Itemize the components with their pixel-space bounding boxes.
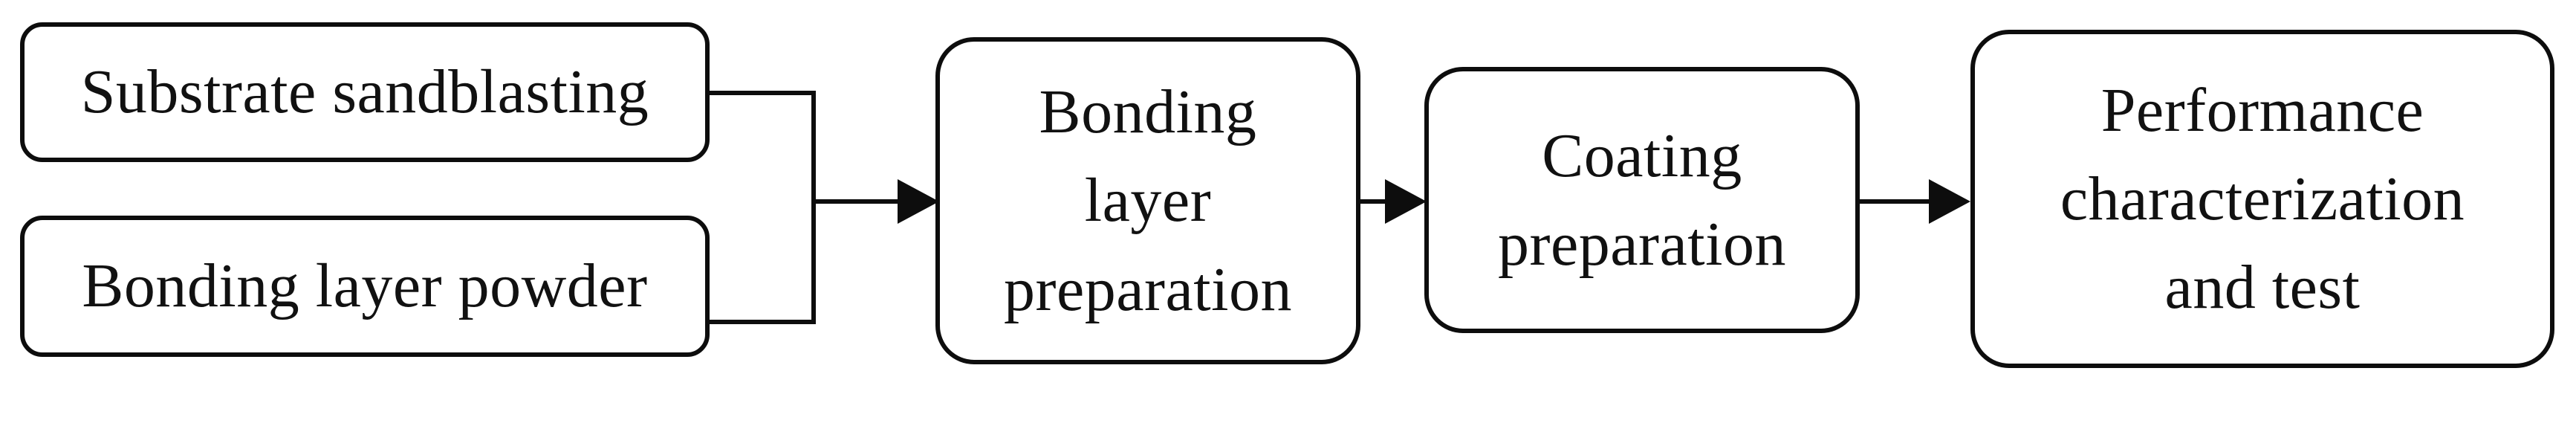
node-performance-characterization[interactable]: Performance characterization and test <box>1970 30 2554 368</box>
connector-merge-shaft <box>811 199 906 204</box>
arrow-right-icon-coating-to-performance <box>1929 179 1970 224</box>
node-coating-preparation[interactable]: Coating preparation <box>1424 67 1860 333</box>
node-bonding-layer-preparation-label: Bonding layer preparation <box>1004 77 1292 324</box>
node-bonding-layer-powder-label: Bonding layer powder <box>82 251 648 321</box>
node-coating-preparation-label: Coating preparation <box>1498 120 1786 279</box>
arrow-right-icon-merge <box>898 179 939 224</box>
connector-coating-to-performance-shaft <box>1858 199 1940 204</box>
node-bonding-layer-preparation[interactable]: Bonding layer preparation <box>935 37 1360 364</box>
connector-bonding-to-coating-shaft <box>1359 199 1402 204</box>
connector-substrate-stub <box>706 91 816 95</box>
node-substrate-sandblasting[interactable]: Substrate sandblasting <box>20 22 710 162</box>
node-bonding-layer-powder[interactable]: Bonding layer powder <box>20 216 710 357</box>
node-substrate-sandblasting-label: Substrate sandblasting <box>80 57 649 127</box>
node-performance-characterization-label: Performance characterization and test <box>2060 75 2465 323</box>
connector-powder-stub <box>706 320 816 324</box>
arrow-right-icon-bonding-to-coating <box>1385 179 1427 224</box>
connector-merge-bar <box>811 91 816 324</box>
